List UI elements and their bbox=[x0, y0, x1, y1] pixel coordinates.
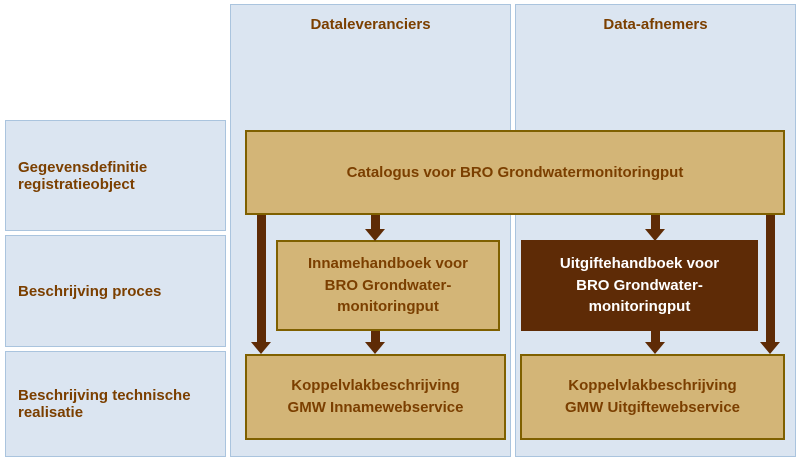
box-catalogus: Catalogus voor BRO Grondwatermonitoringp… bbox=[245, 130, 785, 215]
box-koppelvlak-uitgifte: Koppelvlakbeschrijving GMW Uitgiftewebse… bbox=[520, 354, 785, 440]
row-label-technische-realisatie: Beschrijving technische realisatie bbox=[5, 351, 226, 457]
row-label-beschrijving-proces: Beschrijving proces bbox=[5, 235, 226, 347]
arrow-innamehandboek-to-koppelvlak-inname bbox=[365, 331, 385, 354]
arrow-catalogus-to-innamehandboek bbox=[365, 215, 385, 241]
arrow-catalogus-to-koppelvlak-uitgifte bbox=[760, 215, 780, 354]
arrow-uitgiftehandboek-to-koppelvlak-uitgifte bbox=[645, 331, 665, 354]
column-header-dataleveranciers: Dataleveranciers bbox=[310, 16, 431, 33]
row-label-gegevensdefinitie: Gegevensdefinitie registratieobject bbox=[5, 120, 226, 231]
arrow-catalogus-to-uitgiftehandboek bbox=[645, 215, 665, 241]
column-header-data-afnemers: Data-afnemers bbox=[603, 16, 708, 33]
box-uitgiftehandboek: Uitgiftehandboek voor BRO Grondwater- mo… bbox=[521, 240, 758, 331]
arrow-catalogus-to-koppelvlak-inname bbox=[251, 215, 271, 354]
box-innamehandboek: Innamehandboek voor BRO Grondwater- moni… bbox=[276, 240, 500, 331]
box-koppelvlak-inname: Koppelvlakbeschrijving GMW Innamewebserv… bbox=[245, 354, 506, 440]
